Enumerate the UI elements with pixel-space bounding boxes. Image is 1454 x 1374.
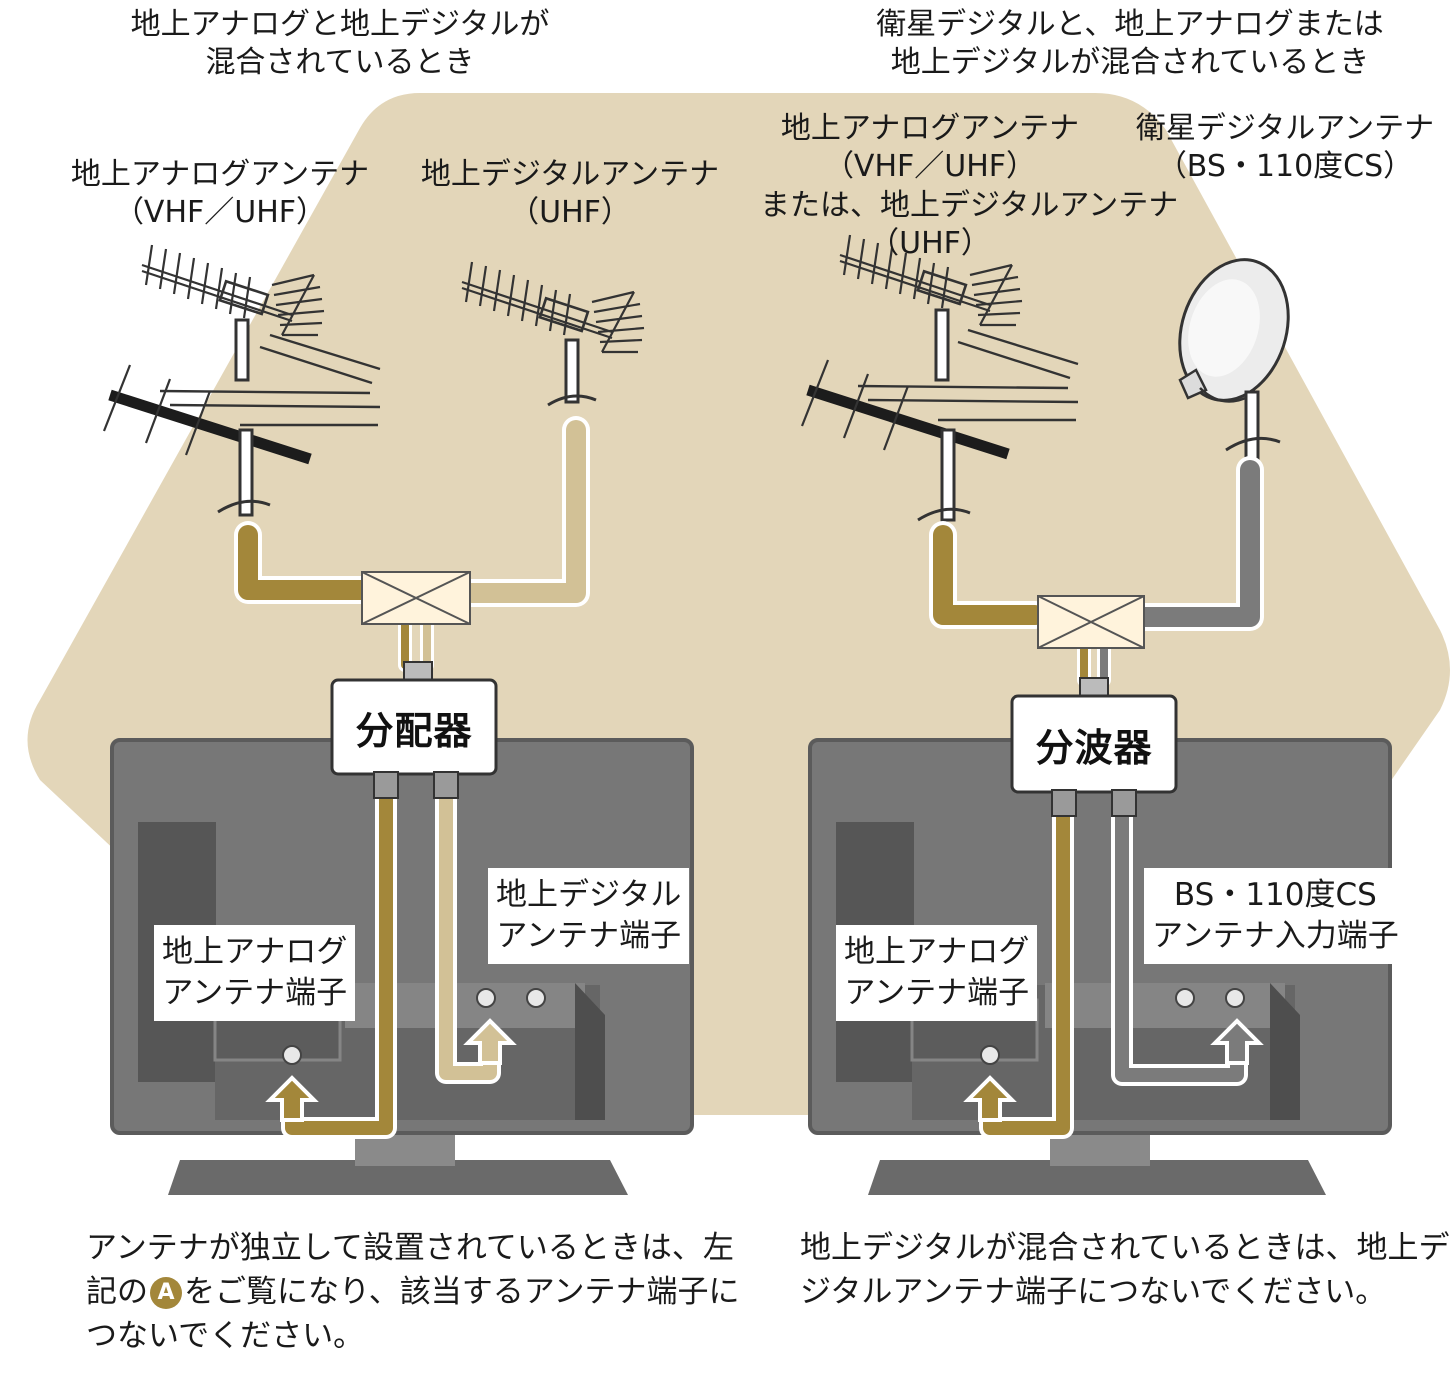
left-digital-antenna-label: 地上デジタルアンテナ （UHF） xyxy=(410,156,730,233)
tv-terminals xyxy=(282,988,1245,1065)
right-bs-terminal-line2: アンテナ入力端子 xyxy=(1152,917,1399,954)
analog-antenna-left xyxy=(104,243,380,517)
left-heading-line1: 地上アナログと地上デジタルが xyxy=(130,7,550,42)
splitter-left-body xyxy=(330,661,498,799)
left-heading-line2: 混合されているとき xyxy=(205,45,475,81)
left-note-line2-after: をご覧になり、該当するアンテナ端子に xyxy=(184,1274,740,1311)
right-terrestrial-antenna-line2: （VHF／UHF） xyxy=(823,149,1037,185)
left-digital-terminal-line2: アンテナ端子 xyxy=(496,917,682,954)
right-analog-terminal-line2: アンテナ端子 xyxy=(844,974,1030,1011)
right-satellite-antenna-band: （BS・110度CS） xyxy=(1156,149,1414,185)
diplexer-right-body xyxy=(1010,677,1178,817)
digital-antenna-left xyxy=(460,260,646,407)
arrow-left-digital xyxy=(463,1018,517,1065)
left-heading: 地上アナログと地上デジタルが 混合されているとき xyxy=(60,6,620,83)
left-digital-terminal-line1: 地上デジタル xyxy=(496,877,682,913)
left-analog-terminal-line1: 地上アナログ xyxy=(162,934,348,970)
right-analog-terminal-label: 地上アナログ アンテナ端子 xyxy=(836,925,1038,1021)
right-heading-line1: 衛星デジタルと、地上アナログまたは xyxy=(876,7,1384,42)
right-terrestrial-antenna-line3: または、地上デジタルアンテナ xyxy=(760,187,1179,223)
left-note-line3: つないでください。 xyxy=(86,1318,365,1355)
left-analog-terminal-line2: アンテナ端子 xyxy=(162,974,348,1011)
left-digital-antenna-band: （UHF） xyxy=(509,195,631,231)
right-bs-terminal-label: BS・110度CS アンテナ入力端子 xyxy=(1144,868,1407,964)
right-bs-terminal-line1: BS・110度CS xyxy=(1173,877,1377,913)
right-heading: 衛星デジタルと、地上アナログまたは 地上デジタルが混合されているとき xyxy=(850,6,1410,83)
left-digital-terminal-label: 地上デジタル アンテナ端子 xyxy=(488,868,690,964)
right-terrestrial-antenna-label: 地上アナログアンテナ （VHF／UHF） または、地上デジタルアンテナ （UHF… xyxy=(760,110,1179,264)
right-satellite-antenna-name: 衛星デジタルアンテナ xyxy=(1135,111,1435,146)
right-note-line1: 地上デジタルが混合されているときは、地上デ xyxy=(800,1230,1450,1266)
arrow-right-analog xyxy=(963,1075,1017,1122)
right-heading-line2: 地上デジタルが混合されているとき xyxy=(890,45,1370,81)
left-analog-terminal-label: 地上アナログ アンテナ端子 xyxy=(154,925,356,1021)
left-digital-antenna-name: 地上デジタルアンテナ xyxy=(420,157,720,192)
left-analog-antenna-band: （VHF／UHF） xyxy=(113,195,327,231)
diplexer-label: 分波器 xyxy=(1035,725,1153,770)
left-analog-antenna-label: 地上アナログアンテナ （VHF／UHF） xyxy=(60,156,380,233)
satellite-dish xyxy=(1178,258,1290,464)
mixer-right xyxy=(1037,595,1145,649)
reference-badge-a: A xyxy=(150,1277,182,1310)
left-note-line1: アンテナが独立して設置されているときは、左 xyxy=(86,1230,734,1266)
right-note: 地上デジタルが混合されているときは、地上デ ジタルアンテナ端子につないでください… xyxy=(800,1226,1449,1314)
left-analog-antenna-name: 地上アナログアンテナ xyxy=(70,157,370,192)
arrow-left-analog xyxy=(265,1075,319,1122)
right-note-line2: ジタルアンテナ端子につないでください。 xyxy=(800,1274,1387,1311)
terrestrial-antenna-right xyxy=(802,233,1078,522)
arrow-right-bs xyxy=(1210,1018,1264,1065)
right-terrestrial-antenna-line1: 地上アナログアンテナ xyxy=(780,111,1080,146)
right-terrestrial-antenna-line4: （UHF） xyxy=(869,226,991,262)
left-note-line2-before: 記の xyxy=(86,1274,148,1311)
splitter-label: 分配器 xyxy=(355,708,473,753)
right-satellite-antenna-label: 衛星デジタルアンテナ （BS・110度CS） xyxy=(1125,110,1445,187)
mixer-left xyxy=(361,571,471,625)
right-analog-terminal-line1: 地上アナログ xyxy=(844,934,1030,970)
